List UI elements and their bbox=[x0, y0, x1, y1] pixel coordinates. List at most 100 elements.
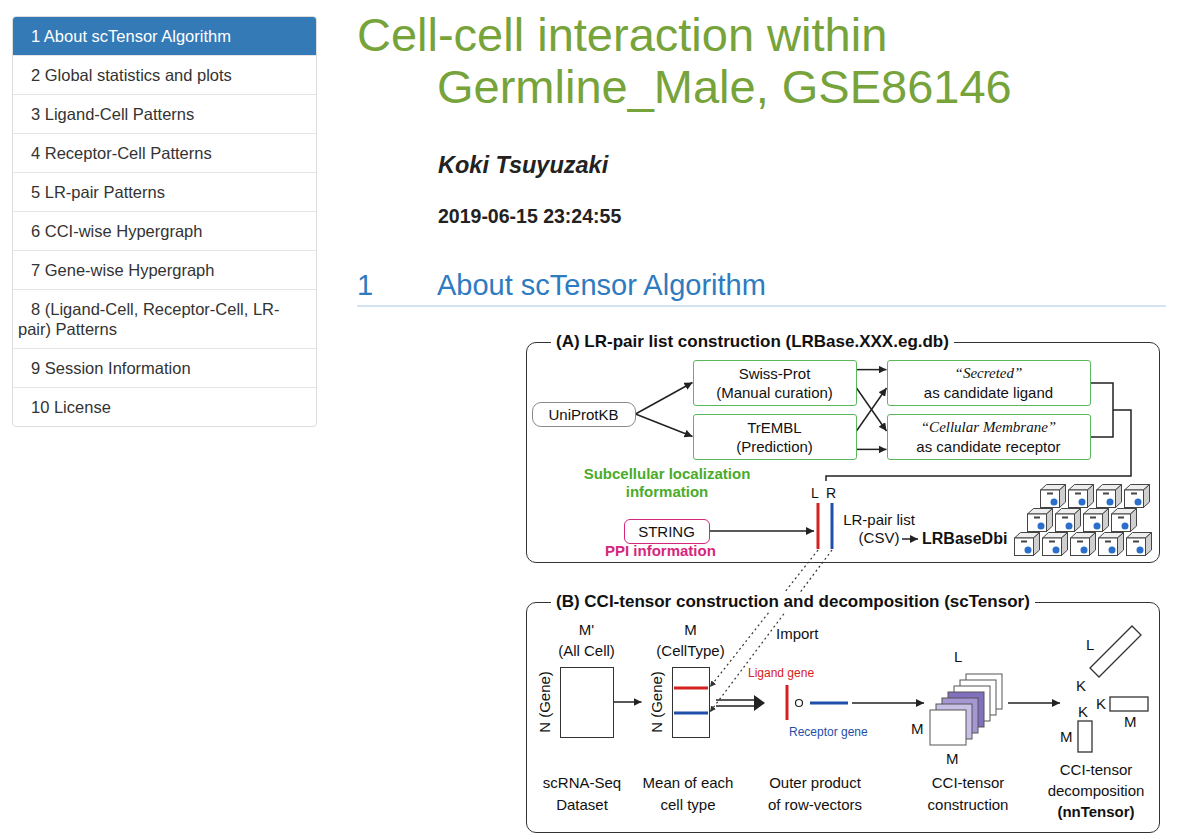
package-icons bbox=[1071, 533, 1096, 556]
box-text: “Secreted” bbox=[955, 364, 1023, 383]
toc-item: 4 Receptor-Cell Patterns bbox=[13, 134, 316, 173]
connector-arrow bbox=[857, 369, 887, 371]
process-box: UniProtKB bbox=[532, 402, 636, 427]
cci-tensor bbox=[930, 674, 1002, 745]
package-icons bbox=[1056, 509, 1081, 532]
receptor-row bbox=[674, 712, 708, 715]
matrix-label: (CellType) bbox=[631, 640, 751, 661]
step-arrow bbox=[852, 702, 924, 704]
gene-label: Receptor gene bbox=[789, 725, 868, 739]
section-title: About scTensor Algorithm bbox=[437, 268, 766, 302]
step-caption: Mean of each cell type bbox=[638, 772, 738, 816]
double-arrow bbox=[716, 699, 756, 701]
dimension-letter: M bbox=[1060, 728, 1073, 745]
matrix-label: (All Cell) bbox=[527, 640, 647, 661]
outer-product-symbol bbox=[796, 700, 803, 707]
dimension-letter: M bbox=[946, 750, 959, 767]
package-icons bbox=[1015, 485, 1152, 556]
package-icons bbox=[1084, 509, 1109, 532]
package-icons bbox=[1125, 485, 1150, 508]
axis-letter: L bbox=[811, 485, 819, 501]
factor-matrices bbox=[1110, 697, 1148, 711]
step-caption: CCI-tensor construction bbox=[918, 772, 1018, 816]
import-leader bbox=[710, 550, 832, 712]
package-icons bbox=[1112, 509, 1137, 532]
source-note: PPI information bbox=[605, 542, 716, 560]
toc-item: 9 Session Information bbox=[13, 349, 316, 388]
process-box: STRING bbox=[624, 519, 710, 544]
package-icons bbox=[1041, 485, 1066, 508]
package-icons bbox=[1127, 533, 1152, 556]
dimension-letter: K bbox=[1096, 695, 1106, 712]
ligand-bar bbox=[817, 503, 820, 549]
box-text: UniProtKB bbox=[548, 405, 618, 424]
connector-arrow bbox=[857, 449, 887, 451]
date-stamp: 2019-06-15 23:24:55 bbox=[438, 204, 621, 228]
ppi-arrow bbox=[710, 530, 814, 532]
box-text: as candidate ligand bbox=[924, 383, 1053, 402]
step-caption: scRNA-Seq Dataset bbox=[532, 772, 632, 816]
import-leader bbox=[710, 550, 832, 712]
double-arrow bbox=[716, 695, 765, 711]
matrix-box: M'(All Cell)N (Gene) bbox=[530, 667, 614, 738]
toc-item: 3 Ligand-Cell Patterns bbox=[13, 95, 316, 134]
double-arrow bbox=[754, 695, 765, 711]
box-text: (Manual curation) bbox=[716, 383, 833, 402]
toc-item: 5 LR-pair Patterns bbox=[13, 173, 316, 212]
matrix-box: M(CellType)N (Gene) bbox=[642, 667, 710, 738]
connector-arrow bbox=[636, 383, 693, 415]
merge-bracket bbox=[1091, 383, 1113, 437]
ligand-row bbox=[674, 687, 708, 690]
step-arrow bbox=[1008, 702, 1060, 704]
toc-panel: 1 About scTensor Algorithm2 Global stati… bbox=[12, 16, 317, 427]
box-text: Swiss-Prot bbox=[739, 364, 811, 383]
matrix-label: M bbox=[631, 619, 751, 640]
step-note: Import bbox=[776, 625, 819, 643]
matrix-outline bbox=[672, 667, 710, 738]
section-rule bbox=[357, 306, 1166, 307]
box-text: TrEMBL bbox=[747, 418, 801, 437]
factor-matrices bbox=[1078, 721, 1092, 752]
process-box: TrEMBL(Prediction) bbox=[693, 414, 857, 460]
axis-label: N (Gene) bbox=[535, 660, 555, 744]
package-icons bbox=[1069, 485, 1094, 508]
cci-tensor bbox=[930, 710, 966, 745]
package-icons bbox=[1099, 533, 1124, 556]
box-text: “Cellular Membrane” bbox=[921, 418, 1056, 437]
panel-frame: (A) LR-pair list construction (LRBase.XX… bbox=[526, 342, 1160, 563]
author-name: Koki Tsuyuzaki bbox=[438, 151, 608, 179]
connector-arrow bbox=[857, 388, 887, 431]
factor-matrices bbox=[1078, 626, 1148, 752]
section-number: 1 bbox=[357, 268, 373, 302]
toc-item: 7 Gene-wise Hypergraph bbox=[13, 251, 316, 290]
matrix-label: M' bbox=[527, 619, 647, 640]
package-icons bbox=[1015, 533, 1040, 556]
import-leader bbox=[710, 550, 818, 687]
package-icons bbox=[1028, 509, 1053, 532]
factor-matrices bbox=[1090, 626, 1141, 677]
receptor-bar bbox=[831, 503, 834, 549]
process-box: “Cellular Membrane”as candidate receptor bbox=[887, 414, 1091, 460]
source-note: Subcellular localization information bbox=[580, 465, 755, 501]
dimension-letter: M bbox=[911, 720, 924, 737]
package-arrow bbox=[902, 538, 918, 540]
toc-item: 10 License bbox=[13, 388, 316, 426]
toc-item: 2 Global statistics and plots bbox=[13, 56, 316, 95]
gene-label: Ligand gene bbox=[748, 666, 814, 680]
package-icons bbox=[1043, 533, 1068, 556]
merge-bracket bbox=[826, 410, 1131, 481]
box-text: STRING bbox=[638, 522, 695, 541]
dimension-letter: M bbox=[1124, 713, 1137, 730]
panel-heading: (B) CCI-tensor construction and decompos… bbox=[551, 592, 1035, 612]
connector-arrow bbox=[857, 388, 887, 431]
receptor-vector bbox=[810, 702, 848, 705]
matrix-outline bbox=[560, 667, 614, 738]
list-label: LR-pair list (CSV) bbox=[839, 511, 919, 547]
toc-item: 6 CCI-wise Hypergraph bbox=[13, 212, 316, 251]
step-caption: Outer product of row-vectors bbox=[765, 772, 865, 816]
dimension-letter: L bbox=[954, 648, 962, 665]
panel-heading: (A) LR-pair list construction (LRBase.XX… bbox=[551, 332, 954, 352]
matrix-heading: M(CellType) bbox=[631, 619, 751, 661]
matrix-heading: M'(All Cell) bbox=[527, 619, 647, 661]
